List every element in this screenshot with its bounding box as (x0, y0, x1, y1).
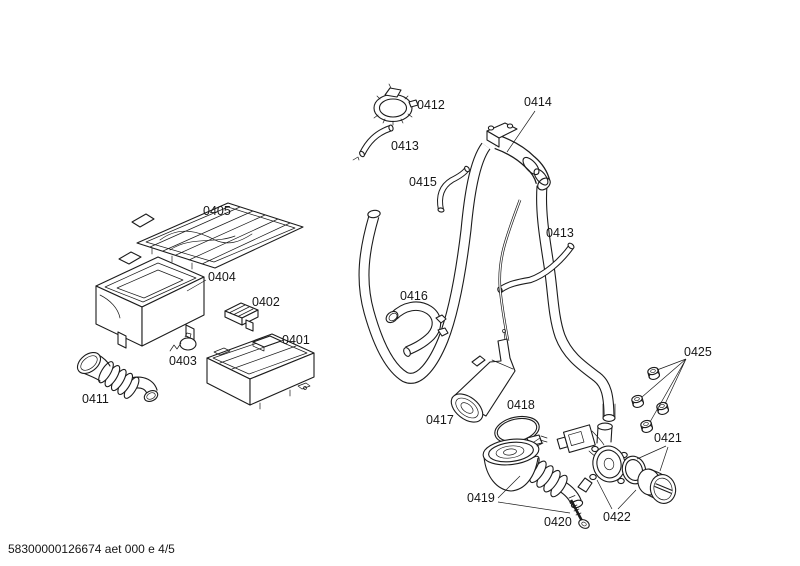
part-0421-pump-filter-cap (621, 455, 677, 504)
part-label-0402: 0402 (252, 295, 280, 309)
part-0416-hose (385, 306, 449, 357)
document-number: 58300000126674 aet 000 e 4/5 (8, 542, 175, 556)
part-label-0401: 0401 (282, 333, 310, 347)
part-0403-cap (169, 332, 197, 352)
part-label-0418: 0418 (507, 398, 535, 412)
part-0404-dispenser-housing (95, 251, 205, 349)
part-0411-bellows-hose (76, 352, 159, 402)
part-label-0405: 0405 (203, 204, 231, 218)
part-0420-screw (568, 495, 590, 529)
part-0405-dispenser-cover (131, 202, 304, 270)
part-label-0425: 0425 (684, 345, 712, 359)
part-label-0412: 0412 (417, 98, 445, 112)
part-label-0413-right: 0413 (546, 226, 574, 240)
part-label-0404: 0404 (208, 270, 236, 284)
part-0412-hose-clamp (373, 83, 419, 126)
part-0413-hose-upper (352, 124, 394, 161)
main-hoses (364, 146, 616, 421)
part-0401-dispenser-drawer (206, 333, 315, 410)
part-label-0421: 0421 (654, 431, 682, 445)
part-label-0420: 0420 (544, 515, 572, 529)
part-label-0417: 0417 (426, 413, 454, 427)
part-0422-drain-pump (556, 422, 628, 493)
part-0414-inlet-connector (486, 122, 551, 191)
part-label-0413-upper: 0413 (391, 139, 419, 153)
part-label-0415: 0415 (409, 175, 437, 189)
pressure-wire (498, 198, 522, 343)
leader-lines (186, 110, 687, 514)
part-label-0419: 0419 (467, 491, 495, 505)
part-label-0422: 0422 (603, 510, 631, 524)
part-0419-drain-assembly (482, 437, 584, 509)
part-0413-hose-right (497, 242, 575, 294)
part-label-0411: 0411 (82, 392, 109, 406)
part-0417-air-trap (450, 329, 516, 423)
part-label-0403: 0403 (169, 354, 197, 368)
part-0425-screws (631, 366, 670, 433)
part-label-0416: 0416 (400, 289, 428, 303)
part-0402-insert (224, 302, 259, 332)
part-0415-hose (438, 165, 471, 212)
part-label-0414: 0414 (524, 95, 552, 109)
